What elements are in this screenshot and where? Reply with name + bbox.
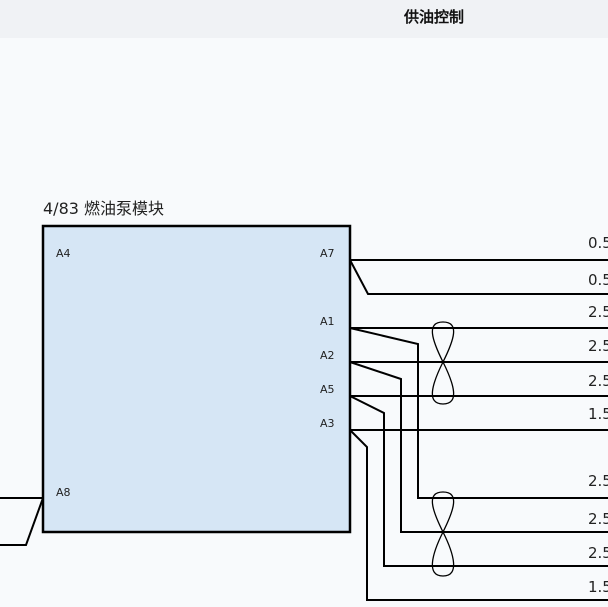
wire-a8-bottom[interactable]	[0, 497, 44, 546]
page-title: 供油控制	[404, 8, 465, 26]
pin-label-a3: A3	[320, 417, 335, 430]
pin-label-a1: A1	[320, 315, 335, 328]
header-bar: 供油控制	[0, 0, 608, 38]
wire-label-3: 2.5	[588, 303, 608, 321]
wire-label-7: 2.5	[588, 472, 608, 490]
twisted-pair-icon	[431, 491, 455, 577]
pin-label-a4: A4	[56, 247, 71, 260]
twisted-pair-icon	[431, 321, 455, 405]
wire-a7-bottom[interactable]	[349, 259, 608, 295]
wiring-diagram: 4/83 燃油泵模块 A4 A7 A1 A2 A5 A3 A8	[0, 199, 608, 601]
wire-label-8: 2.5	[588, 510, 608, 528]
wire-label-6: 1.5	[588, 405, 608, 423]
module-title: 4/83 燃油泵模块	[43, 199, 164, 218]
pin-label-a2: A2	[320, 349, 335, 362]
wire-a1-branch[interactable]	[349, 327, 608, 499]
pin-label-a7: A7	[320, 247, 335, 260]
pin-label-a8: A8	[56, 486, 71, 499]
wire-label-9: 2.5	[588, 544, 608, 562]
wire-a2-branch[interactable]	[349, 361, 608, 533]
fuel-pump-module-box[interactable]	[41, 224, 352, 534]
diagram-canvas: 4/83 燃油泵模块 A4 A7 A1 A2 A5 A3 A8	[0, 38, 608, 607]
wire-label-5: 2.5	[588, 372, 608, 390]
wire-label-10: 1.5	[588, 578, 608, 596]
wire-a5-branch[interactable]	[349, 395, 608, 567]
wire-label-2: 0.5	[588, 271, 608, 289]
pin-label-a5: A5	[320, 383, 335, 396]
wire-label-1: 0.5	[588, 234, 608, 252]
wire-a3-branch[interactable]	[349, 429, 608, 601]
wire-label-4: 2.5	[588, 337, 608, 355]
